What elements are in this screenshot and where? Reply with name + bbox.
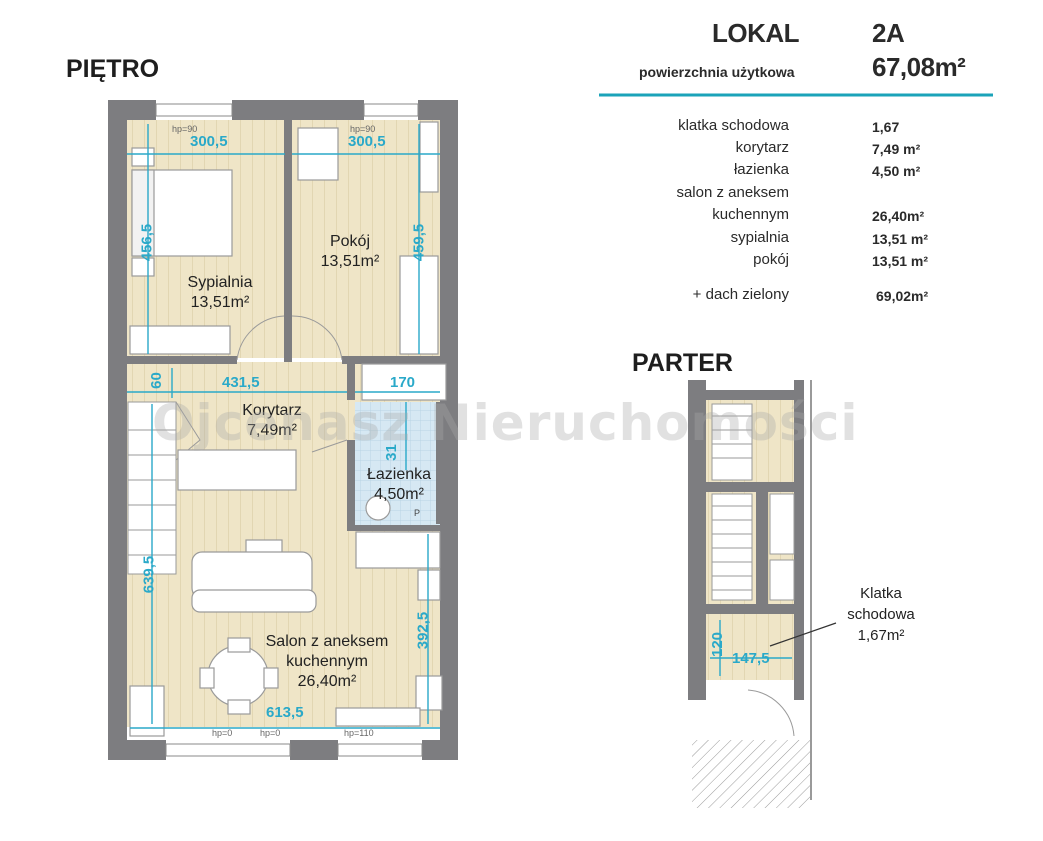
- height-mark: hp=110: [344, 728, 374, 738]
- lokal-value: 2A: [872, 18, 905, 48]
- lokal-label: LOKAL: [712, 18, 800, 48]
- area-value: 4,50 m²: [872, 163, 921, 179]
- usable-area-label: powierzchnia użytkowa: [639, 64, 795, 80]
- room-korytarz: Korytarz 7,49m²: [222, 401, 322, 441]
- room-area: 1,67m²: [857, 627, 905, 644]
- dimension-label: 431,5: [222, 374, 260, 391]
- area-label: kuchennym: [712, 206, 789, 223]
- area-value: 13,51 m²: [872, 231, 929, 247]
- bathtub: [361, 363, 447, 401]
- area-value: 26,40m²: [872, 208, 925, 224]
- area-label: pokój: [753, 251, 789, 268]
- extra-area-value: 69,02m²: [876, 288, 929, 304]
- room-lazienka: Łazienka 4,50m²: [357, 465, 441, 505]
- upper-floor-plan: [108, 100, 458, 760]
- height-mark: hp=90: [172, 124, 198, 134]
- room-area: 7,49m²: [247, 422, 297, 439]
- extra-area-label: + dach zielony: [692, 286, 789, 303]
- dimension-label: 613,5: [266, 704, 304, 721]
- dimension-label: 392,5: [414, 611, 432, 650]
- height-mark: hp=0: [260, 728, 281, 738]
- area-value: 13,51 m²: [872, 253, 929, 269]
- p-mark: P: [414, 508, 421, 518]
- room-name: Łazienka: [366, 466, 432, 483]
- height-mark: hp=0: [212, 728, 233, 738]
- room-area: 13,51m²: [190, 294, 250, 311]
- table: [207, 645, 269, 707]
- usable-area-value: 67,08m²: [872, 52, 966, 82]
- dimension-label: 120: [709, 631, 727, 658]
- room-pokoj: Pokój 13,51m²: [300, 232, 400, 272]
- ground-floor-plan: [688, 380, 837, 808]
- room-area: 4,50m²: [374, 486, 424, 503]
- room-name: Klatka: [860, 585, 902, 602]
- room-name: Sypialnia: [187, 274, 253, 291]
- room-name: Pokój: [329, 233, 371, 250]
- area-label: korytarz: [735, 139, 789, 156]
- area-label: łazienka: [733, 161, 789, 178]
- room-name: schodowa: [847, 606, 915, 623]
- room-klatka: Klatka schodowa 1,67m²: [836, 583, 926, 646]
- room-name: Salon z aneksem: [265, 633, 389, 650]
- dimension-label: 147,5: [732, 650, 770, 667]
- room-name: kuchennym: [286, 653, 368, 670]
- dimension-label: 459,5: [410, 223, 428, 262]
- area-label: sypialnia: [730, 229, 789, 246]
- dimension-label: 170: [390, 374, 416, 391]
- room-area: 13,51m²: [320, 253, 380, 270]
- area-label: klatka schodowa: [678, 117, 789, 134]
- upper-floor-title: PIĘTRO: [66, 55, 160, 83]
- room-sypialnia: Sypialnia 13,51m²: [170, 273, 270, 313]
- dimension-label: 639,5: [140, 555, 158, 594]
- watermark: Ojcenasz Nieruchomości: [152, 394, 859, 452]
- walls: [108, 100, 458, 760]
- room-salon: Salon z aneksem kuchennym 26,40m²: [262, 632, 392, 692]
- dimension-label: 456,5: [138, 223, 156, 262]
- dimension-label: 300,5: [348, 133, 386, 150]
- area-label: salon z aneksem: [676, 184, 789, 201]
- ground-floor-title: PARTER: [632, 349, 733, 377]
- room-area: 26,40m²: [297, 673, 357, 690]
- room-name: Korytarz: [242, 402, 302, 419]
- area-value: 7,49 m²: [872, 141, 921, 157]
- dimension-label: 60: [147, 372, 165, 389]
- area-value: 1,67: [872, 119, 900, 135]
- dimension-label: 300,5: [190, 133, 228, 150]
- height-mark: hp=90: [350, 124, 376, 134]
